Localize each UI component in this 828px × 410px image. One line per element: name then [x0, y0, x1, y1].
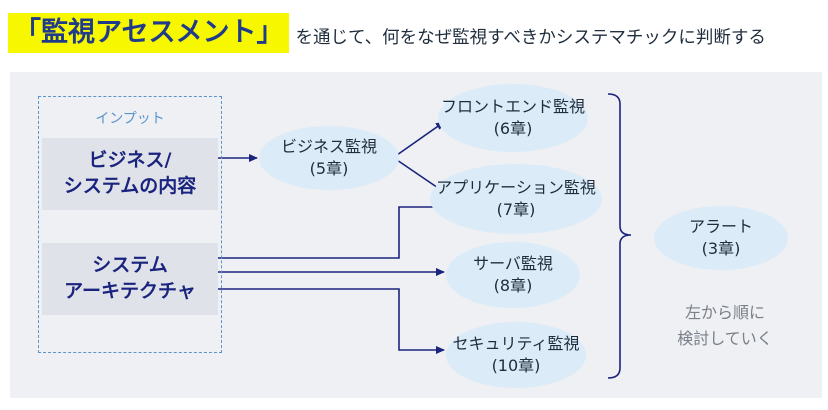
node-name: アプリケーション監視 — [436, 178, 596, 198]
title-highlight: 「監視アセスメント」 — [8, 13, 290, 53]
node-business-monitoring: ビジネス監視 (5章) — [259, 126, 399, 190]
input-item-label: ビジネス/ システムの内容 — [63, 149, 197, 197]
order-note: 左から順に 検討していく — [660, 300, 790, 351]
input-group-title: インプット — [95, 111, 165, 127]
node-chapter: (8章) — [493, 276, 533, 295]
node-name: サーバ監視 — [473, 254, 553, 274]
grouping-bracket — [607, 93, 632, 379]
note-line: 左から順に — [684, 303, 765, 322]
title-description: を通じて、何をなぜ監視すべきかシステマチックに判断する — [295, 27, 766, 48]
node-frontend-monitoring: フロントエンド監視 (6章) — [438, 84, 588, 152]
arrow-architecture-to-security — [218, 288, 445, 354]
node-application-monitoring: アプリケーション監視 (7章) — [430, 164, 602, 234]
note-line: 検討していく — [677, 328, 773, 348]
node-security-monitoring: セキュリティ監視 (10章) — [446, 322, 586, 388]
arrow-business-to-frontend — [396, 121, 445, 156]
input-item-label: システム アーキテクチャ — [64, 254, 196, 302]
node-name: ビジネス監視 — [280, 137, 377, 157]
node-chapter: (10章) — [491, 356, 541, 375]
node-chapter: (6章) — [493, 119, 533, 138]
input-item-business-system: ビジネス/ システムの内容 — [42, 138, 218, 210]
node-name: アラート — [688, 217, 753, 237]
node-chapter: (5章) — [309, 159, 349, 178]
node-alert: アラート (3章) — [654, 206, 788, 270]
node-chapter: (3章) — [701, 239, 741, 258]
node-name: セキュリティ監視 — [452, 334, 580, 354]
input-group-box — [38, 96, 222, 353]
input-item-architecture: システム アーキテクチャ — [42, 243, 218, 315]
node-server-monitoring: サーバ監視 (8章) — [446, 242, 580, 308]
page-title: 「監視アセスメント」 を通じて、何をなぜ監視すべきかシステマチックに判断する — [8, 10, 766, 56]
node-name: フロントエンド監視 — [440, 97, 585, 117]
node-chapter: (7章) — [496, 200, 536, 219]
arrow-architecture-to-application — [218, 203, 445, 259]
